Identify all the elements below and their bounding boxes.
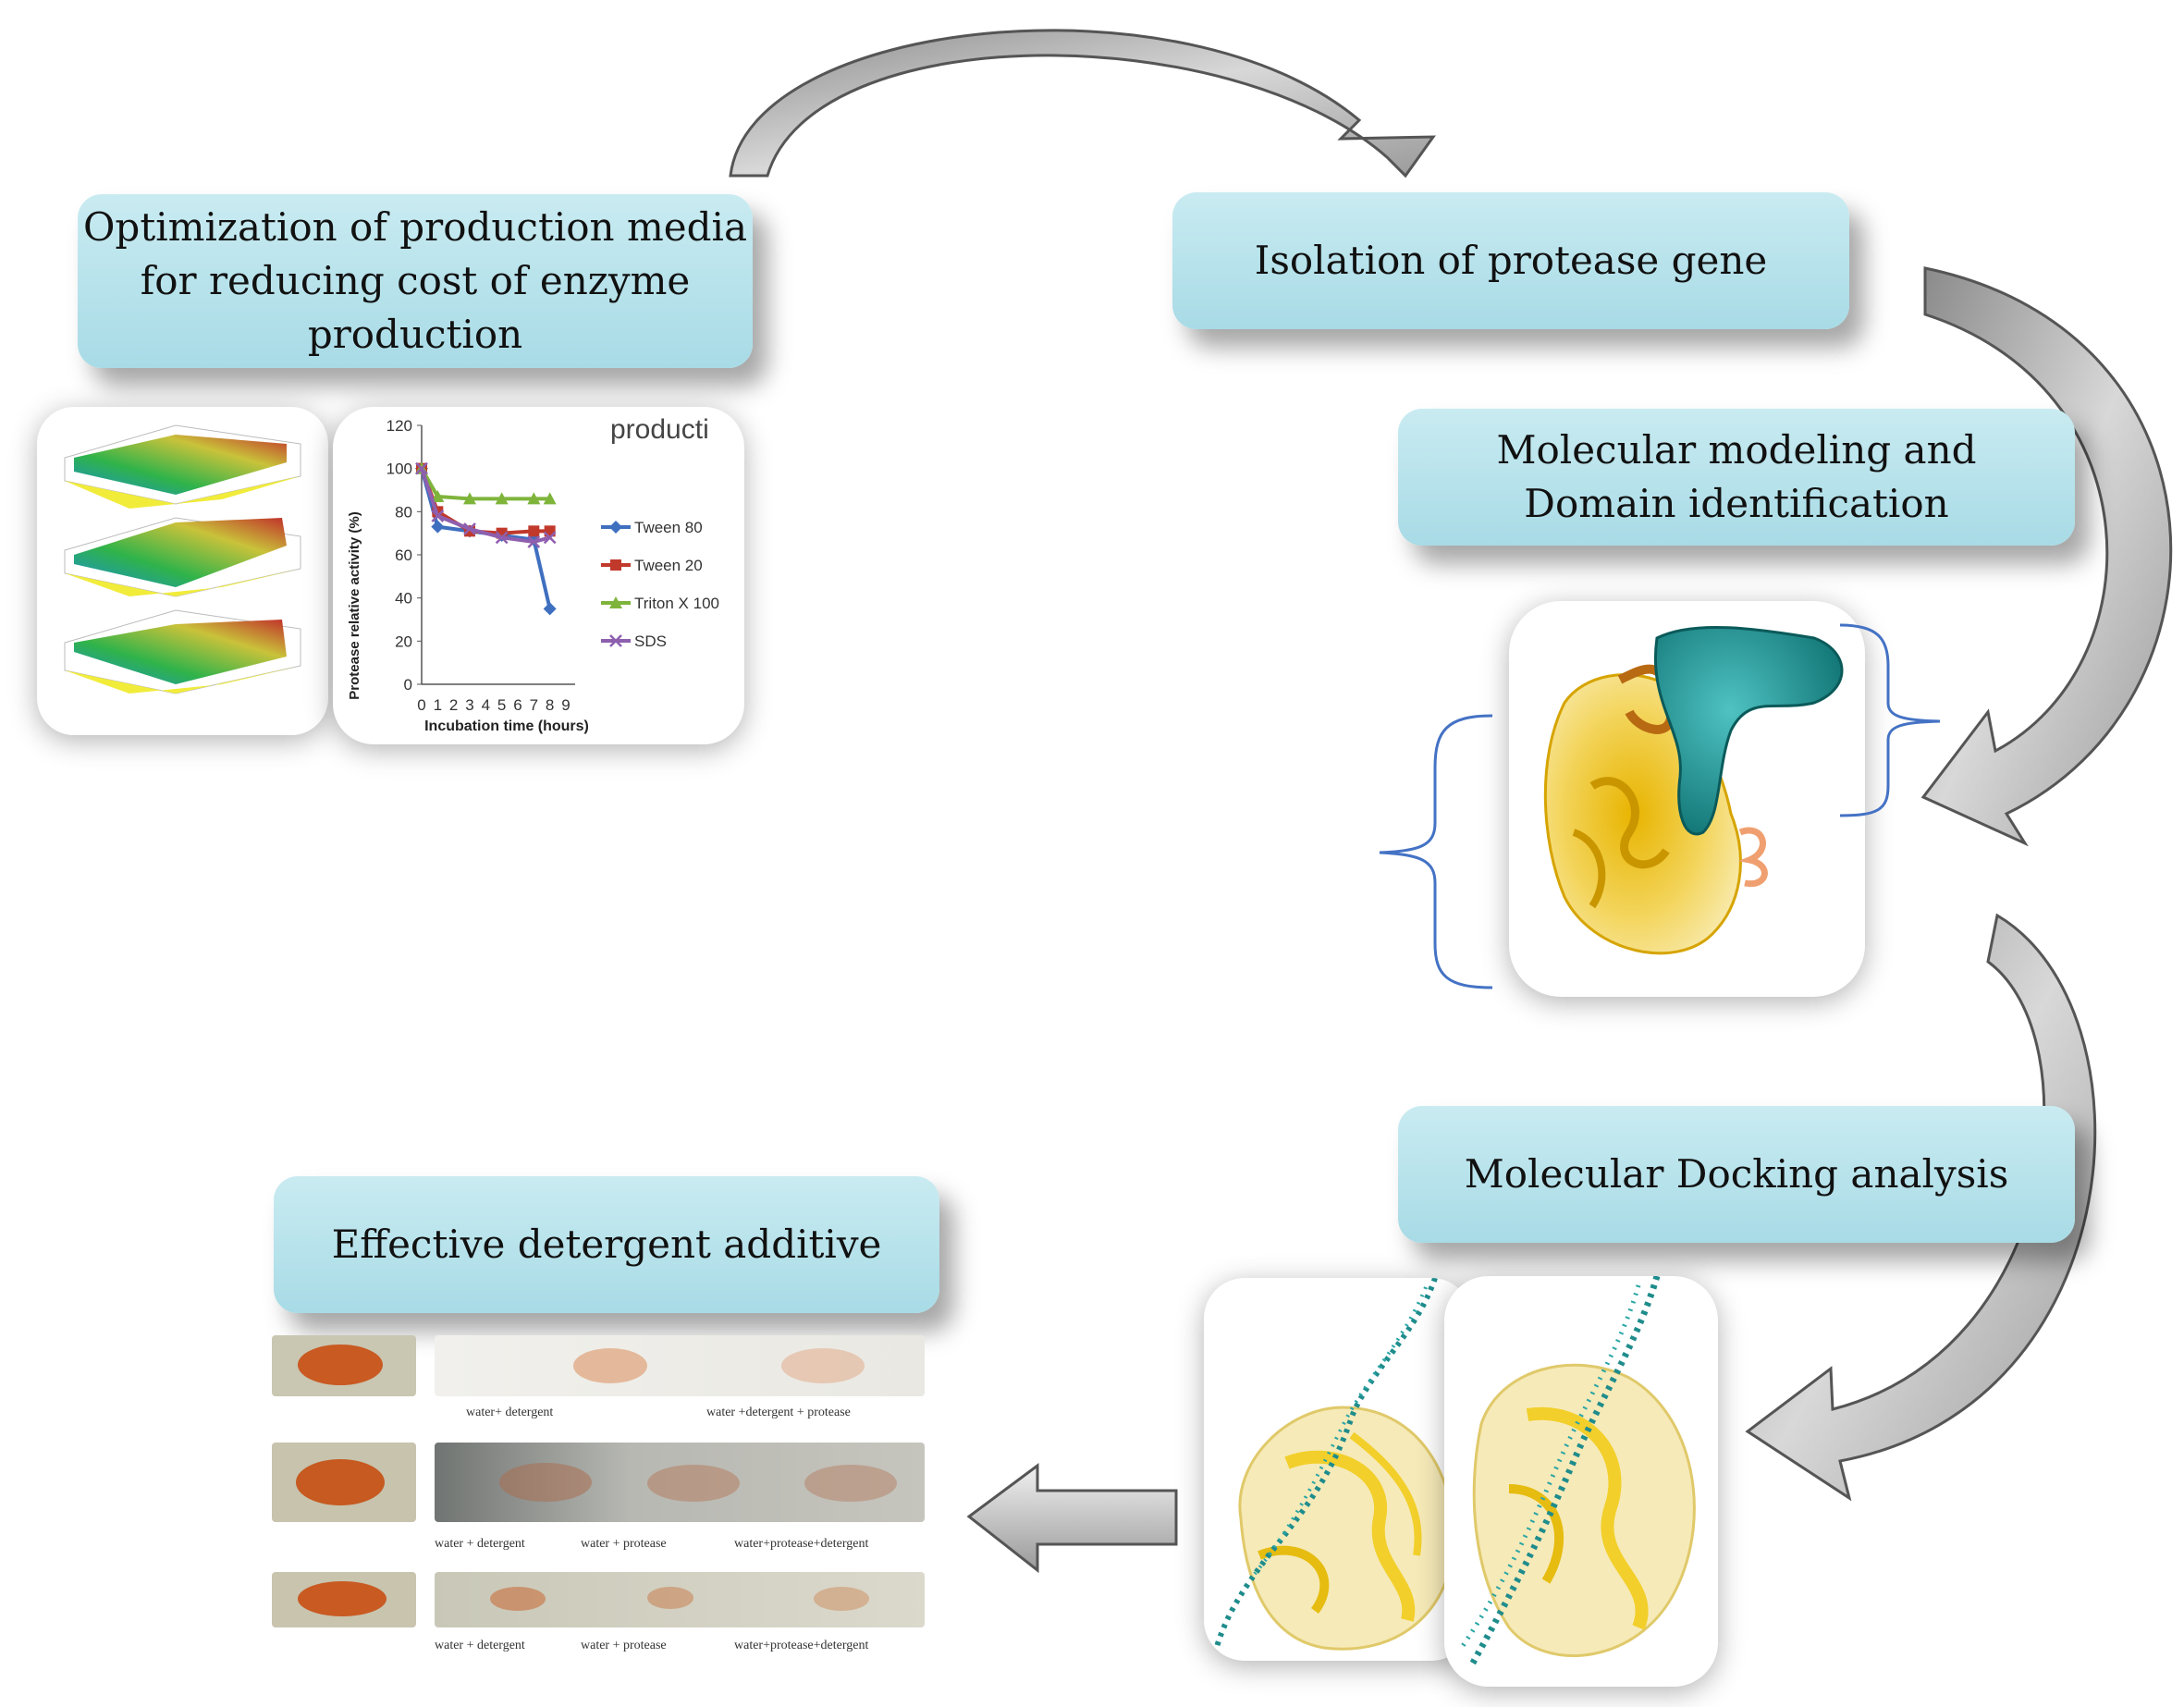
series-line-3 [420, 468, 551, 545]
chart-y-tick-label: 40 [395, 590, 412, 608]
chart-y-tick-label: 20 [395, 632, 412, 650]
ligand-chain-2 [1468, 1276, 1661, 1666]
caption-row2-3: water+protease+detergent [734, 1537, 869, 1551]
docking-structure-2 [1460, 1276, 1696, 1666]
docking-structure-1 [1210, 1278, 1455, 1661]
chart-x-tick-label: 5 [497, 696, 506, 714]
protein-domain-card [1509, 601, 1865, 997]
chart-x-tick-label: 0 [417, 696, 425, 714]
caption-row2-1: water + detergent [435, 1537, 525, 1551]
chart-y-tick-label: 0 [404, 676, 412, 694]
legend-label-0: Tween 80 [634, 519, 703, 536]
docking-card-2 [1444, 1276, 1718, 1687]
chart-series [415, 461, 557, 616]
arrow-isolation-to-modeling [1920, 266, 2173, 847]
cloth-row3 [435, 1572, 925, 1627]
box-docking-line-1: Molecular Docking analysis [1464, 1151, 2009, 1197]
surface-plot-3 [64, 609, 301, 694]
chart-x-tick-label: 4 [482, 696, 490, 714]
series-point [431, 490, 445, 502]
chart-x-tick-label: 3 [465, 696, 473, 714]
cloth-row1 [435, 1335, 925, 1396]
caption-row2-2: water + protease [581, 1537, 667, 1551]
box-modeling-line-2: Domain identification [1524, 481, 1949, 526]
box-modeling-line-1: Molecular modeling and [1496, 427, 1977, 473]
chart-x-tick-label: 6 [513, 696, 521, 714]
box-isolation: Isolation of protease gene [1172, 192, 1849, 329]
chart-y-tick-label: 80 [395, 503, 412, 521]
series-point [543, 492, 557, 505]
arrow-docking-to-detergent [966, 1463, 1178, 1574]
caption-row3-3: water+protease+detergent [734, 1639, 869, 1652]
series-point [543, 602, 557, 616]
box-detergent: Effective detergent additive [274, 1176, 939, 1313]
chart-x-tick-label: 1 [434, 696, 442, 714]
legend-marker [609, 521, 622, 534]
surface-plot-2 [64, 517, 301, 597]
chart-y-tick-label: 100 [386, 461, 412, 478]
chart-x-tick-label: 9 [561, 696, 570, 714]
chart-x-label: Incubation time (hours) [424, 718, 589, 734]
box-optimization-line-3: production [307, 312, 523, 357]
surface-plot-1 [64, 424, 301, 509]
ligand-chain-1 [1210, 1278, 1438, 1661]
box-docking: Molecular Docking analysis [1398, 1106, 2075, 1243]
series-point [543, 531, 557, 545]
stain-control-row1 [272, 1335, 416, 1396]
series-point [463, 522, 476, 535]
series-point [495, 492, 509, 505]
salmon-helix [1737, 827, 1768, 888]
caption-row1-1: water+ detergent [466, 1406, 554, 1419]
series-point [463, 492, 476, 505]
docking-card-1 [1204, 1278, 1472, 1661]
chart-title-fragment: producti [610, 414, 709, 445]
chart-x-tick-label: 8 [546, 696, 554, 714]
legend-label-1: Tween 20 [634, 557, 703, 574]
legend-marker [610, 559, 621, 571]
protein-structure [1543, 625, 1844, 955]
series-point [495, 531, 509, 545]
caption-row3-1: water + detergent [435, 1639, 525, 1652]
series-line-2 [420, 467, 550, 501]
arrow-modeling-to-docking [1745, 913, 2097, 1502]
cloth-row2 [435, 1443, 925, 1522]
surface-plots [64, 424, 301, 694]
box-detergent-line-1: Effective detergent additive [331, 1222, 882, 1267]
stain-control-row3 [272, 1572, 416, 1627]
box-optimization-line-1: Optimization of production media [83, 204, 747, 250]
caption-row3-2: water + protease [581, 1639, 667, 1652]
box-optimization: Optimization of production media for red… [78, 194, 753, 368]
caption-row1-2: water +detergent + protease [706, 1406, 851, 1419]
arrow-optimization-to-isolation [729, 29, 1436, 178]
chart-x-tick-label: 7 [530, 696, 538, 714]
surface-plots-card [37, 407, 328, 735]
chart-y-tick-label: 120 [386, 417, 412, 435]
series-point [415, 461, 428, 475]
legend-marker [609, 596, 622, 608]
stain-control-row2 [272, 1443, 416, 1522]
series-point [431, 510, 445, 522]
series-point [527, 492, 541, 505]
legend-label-2: Triton X 100 [634, 595, 719, 612]
box-optimization-line-2: for reducing cost of enzyme [140, 258, 691, 303]
chart-y-label: Protease relative activity (%) [347, 511, 362, 699]
series-point [528, 525, 540, 537]
legend-label-3: SDS [634, 632, 667, 650]
chart-y-tick-label: 60 [395, 546, 412, 564]
teal-domain [1653, 625, 1844, 836]
series-point [527, 535, 541, 548]
box-modeling: Molecular modeling and Domain identifica… [1398, 409, 2075, 546]
series-point [431, 520, 445, 534]
legend-marker [609, 634, 622, 647]
chart-x-tick-label: 2 [449, 696, 458, 714]
wash-photos: water+ detergent water +detergent + prot… [272, 1335, 925, 1661]
box-isolation-line-1: Isolation of protease gene [1254, 238, 1768, 283]
